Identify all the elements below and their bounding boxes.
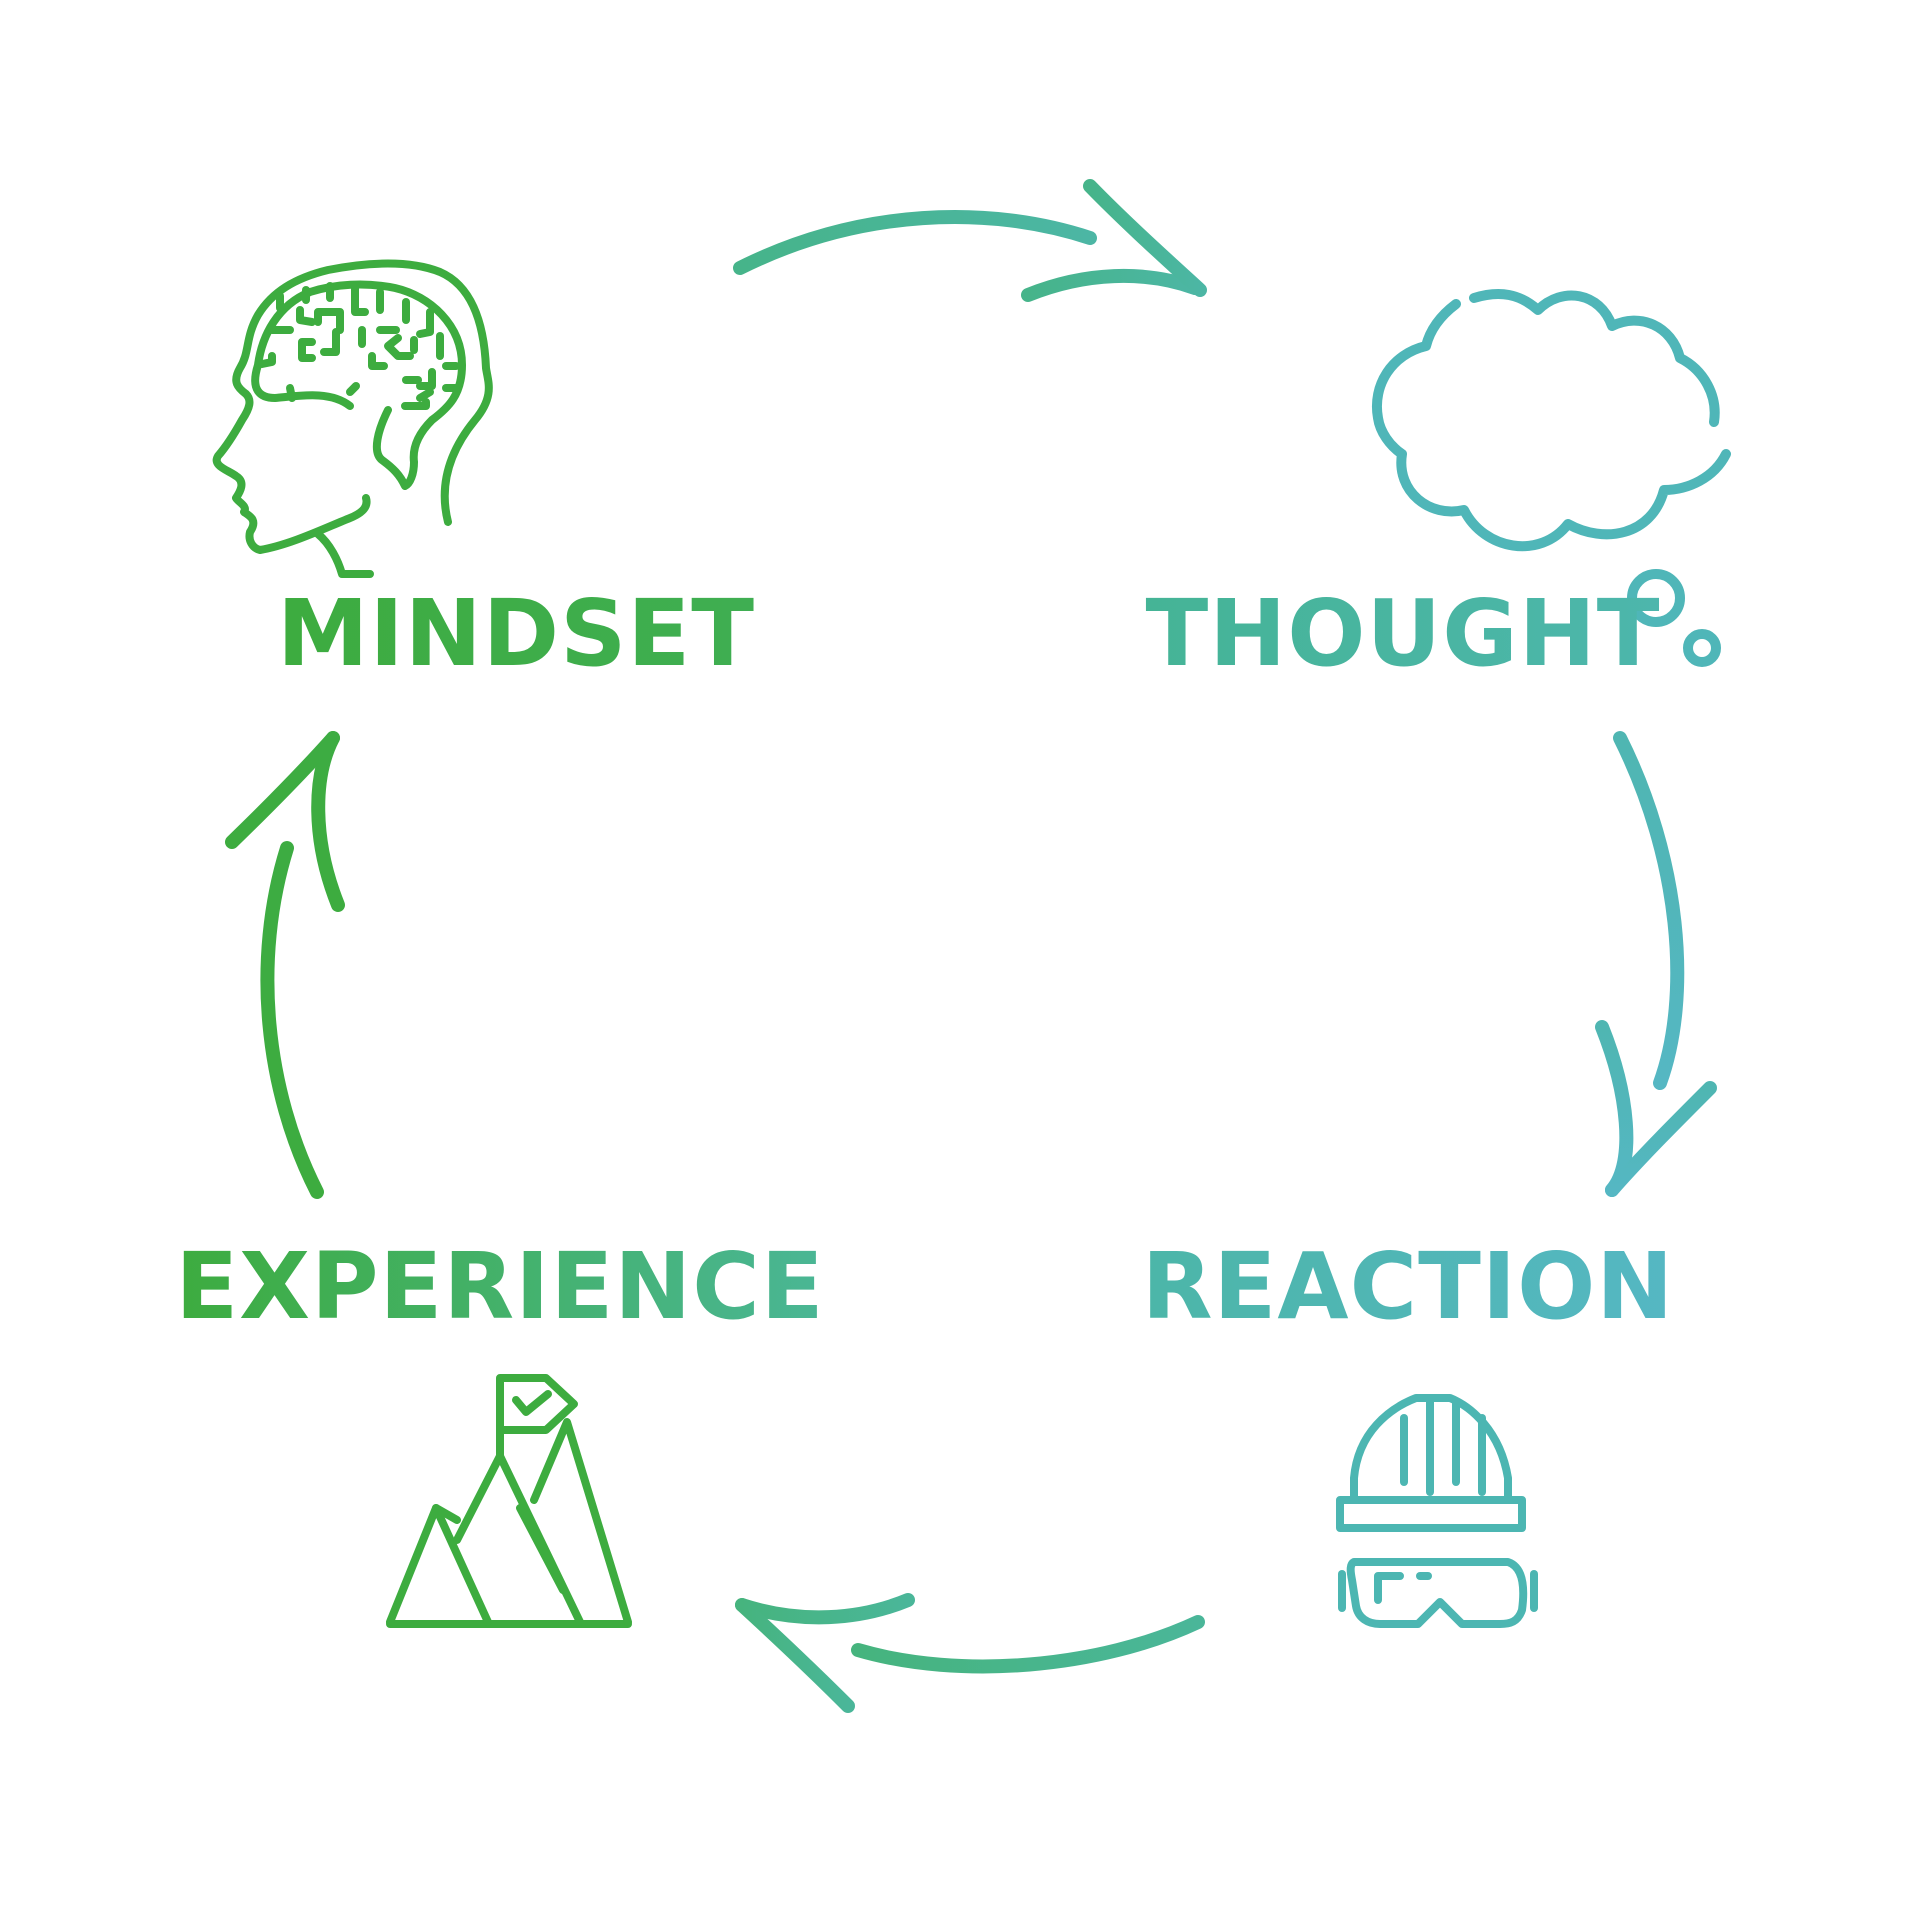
- arrow-mindset-to-thought: [733, 179, 1207, 302]
- thought-cloud-icon: [1372, 289, 1731, 667]
- head-brain-icon: [212, 259, 493, 578]
- arrow-experience-to-mindset: [225, 731, 345, 1199]
- reaction-label: REACTION: [1142, 1233, 1675, 1340]
- thought-label: THOUGHT: [1146, 580, 1661, 687]
- mindset-label: MINDSET: [277, 580, 755, 687]
- arrow-thought-to-reaction: [1595, 731, 1717, 1197]
- mountain-flag-icon: [386, 1374, 632, 1628]
- hardhat-goggles-icon: [1336, 1394, 1538, 1628]
- arrow-reaction-to-experience: [735, 1593, 1205, 1713]
- experience-label: EXPERIENCE: [175, 1233, 824, 1340]
